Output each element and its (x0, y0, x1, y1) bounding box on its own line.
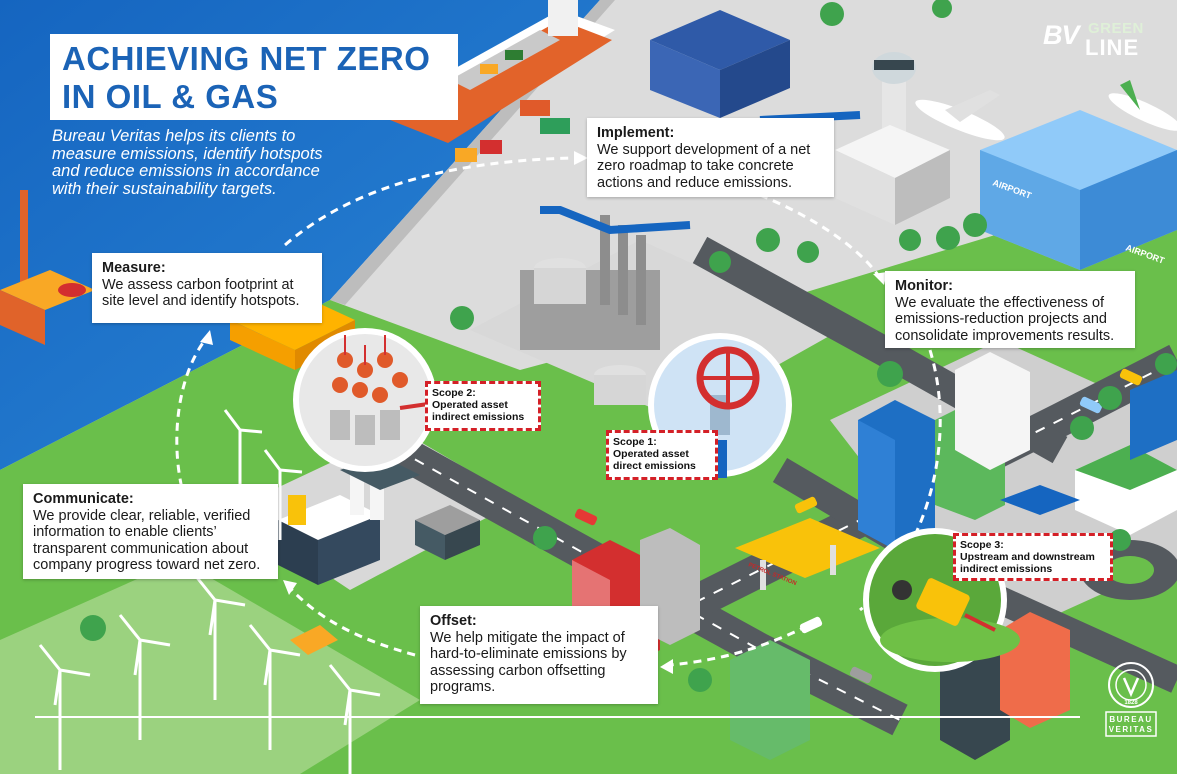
airplane-2 (1108, 80, 1177, 131)
intro-text: Bureau Veritas helps its clients to meas… (52, 127, 323, 198)
wind-turbines (38, 409, 381, 774)
offshore-rig (0, 190, 95, 345)
bv-green-line-logo: BV GREEN LINE (1037, 18, 1157, 62)
field-container (290, 625, 338, 655)
offset-text: We help mitigate the impact of hard-to-e… (430, 629, 627, 696)
bureau-veritas-seal: 1828 BUREAU VERITAS (1100, 660, 1162, 738)
seal-emblem-icon (1105, 662, 1157, 737)
trees (80, 0, 1177, 692)
scope3-line1: Upstream and downstream (960, 551, 1095, 563)
title-box: ACHIEVING NET ZERO IN OIL & GAS (50, 34, 458, 120)
communicate-card: Communicate: We provide clear, reliable,… (23, 484, 278, 579)
title-line-2: IN OIL & GAS (62, 78, 279, 115)
warehouse (650, 10, 790, 118)
measure-card: Measure: We assess carbon footprint at s… (92, 253, 322, 323)
offset-heading: Offset: (430, 613, 477, 629)
airport-terminal: AIRPORT AIRPORT (980, 110, 1177, 270)
scope2-label: Scope 2: Operated asset indirect emissio… (425, 381, 541, 431)
monitor-heading: Monitor: (895, 278, 953, 294)
control-tower (835, 52, 950, 225)
logo-bv: BV (1043, 20, 1080, 50)
scope3-line2: indirect emissions (960, 563, 1053, 575)
roundabout-center (1106, 556, 1154, 584)
seal-year: 1828 (1124, 700, 1138, 706)
scope1-line1: Operated asset (613, 448, 689, 460)
scope2-title: Scope 2: (432, 387, 476, 399)
measure-text: We assess carbon footprint at site level… (102, 276, 300, 310)
implement-text: We support development of a net zero roa… (597, 141, 811, 191)
arrow-heads (200, 151, 887, 674)
scope2-line2: indirect emissions (432, 411, 525, 423)
containers (455, 100, 570, 162)
monitor-text: We evaluate the effectiveness of emissio… (895, 294, 1115, 344)
logo-green: GREEN (1088, 20, 1144, 37)
monitor-card: Monitor: We evaluate the effectiveness o… (885, 271, 1135, 348)
scope1-title: Scope 1: (613, 436, 657, 448)
cycle-arrows (175, 156, 942, 667)
seal-veritas: VERITAS (1108, 725, 1154, 734)
logo-line: LINE (1085, 35, 1140, 60)
scope2-line1: Operated asset (432, 399, 508, 411)
implement-card: Implement: We support development of a n… (587, 118, 834, 197)
offset-card: Offset: We help mitigate the impact of h… (420, 606, 658, 704)
measure-heading: Measure: (102, 260, 166, 276)
scope1-line2: direct emissions (613, 460, 696, 472)
communicate-heading: Communicate: (33, 491, 134, 507)
scope3-label: Scope 3: Upstream and downstream indirec… (953, 533, 1113, 581)
refinery (520, 111, 861, 405)
scope2-bubble (293, 328, 437, 472)
implement-heading: Implement: (597, 125, 675, 141)
airplane-1 (915, 90, 1005, 141)
scope1-label: Scope 1: Operated asset direct emissions (606, 430, 718, 480)
communicate-text: We provide clear, reliable, verified inf… (33, 507, 261, 574)
wind-field (0, 560, 420, 774)
seal-bureau: BUREAU (1109, 715, 1153, 724)
scope3-title: Scope 3: (960, 539, 1004, 551)
title-line-1: ACHIEVING NET ZERO (62, 40, 431, 77)
